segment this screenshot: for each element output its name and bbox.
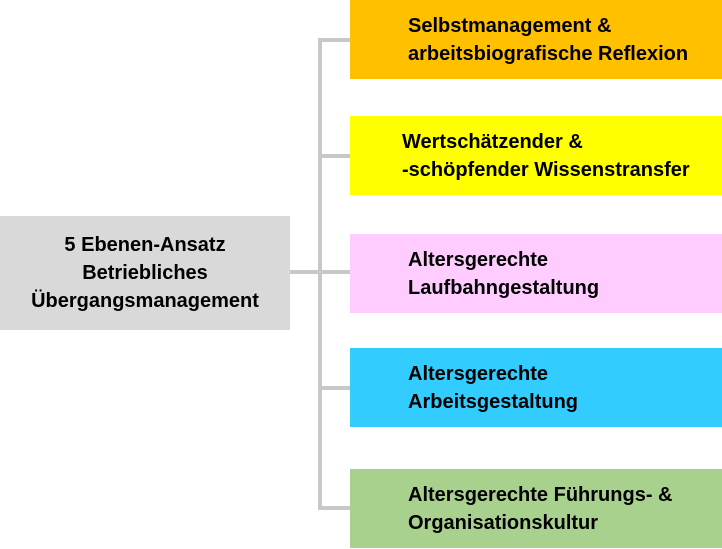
node-line-2: Arbeitsgestaltung xyxy=(408,390,579,413)
root-node: 5 Ebenen-Ansatz Betriebliches Übergangsm… xyxy=(0,216,290,330)
node-line-1: Selbstmanagement & xyxy=(408,14,612,37)
node-line-1: Altersgerechte xyxy=(408,362,549,385)
level-node-arbeitsgestaltung: Altersgerechte Arbeitsgestaltung xyxy=(350,348,722,427)
node-line-1: Altersgerechte Führungs- & xyxy=(408,483,673,506)
node-line-2: -schöpfender Wissenstransfer xyxy=(402,158,690,181)
level-node-laufbahngestaltung: Altersgerechte Laufbahngestaltung xyxy=(350,234,722,313)
node-line-1: Wertschätzender & xyxy=(402,130,583,153)
root-label: 5 Ebenen-Ansatz Betriebliches Übergangsm… xyxy=(31,231,259,315)
root-line-2: Betriebliches xyxy=(82,262,208,284)
level-node-organisationskultur: Altersgerechte Führungs- & Organisations… xyxy=(350,469,722,548)
node-line-2: arbeitsbiografische Reflexion xyxy=(408,42,689,65)
root-line-3: Übergangsmanagement xyxy=(31,290,259,312)
level-node-selbstmanagement: Selbstmanagement & arbeitsbiografische R… xyxy=(350,0,722,79)
node-line-1: Altersgerechte xyxy=(408,248,549,271)
root-line-1: 5 Ebenen-Ansatz xyxy=(64,234,226,256)
node-line-2: Organisationskultur xyxy=(408,511,599,534)
node-line-2: Laufbahngestaltung xyxy=(408,276,600,299)
level-node-wissenstransfer: Wertschätzender & -schöpfender Wissenstr… xyxy=(350,116,722,195)
